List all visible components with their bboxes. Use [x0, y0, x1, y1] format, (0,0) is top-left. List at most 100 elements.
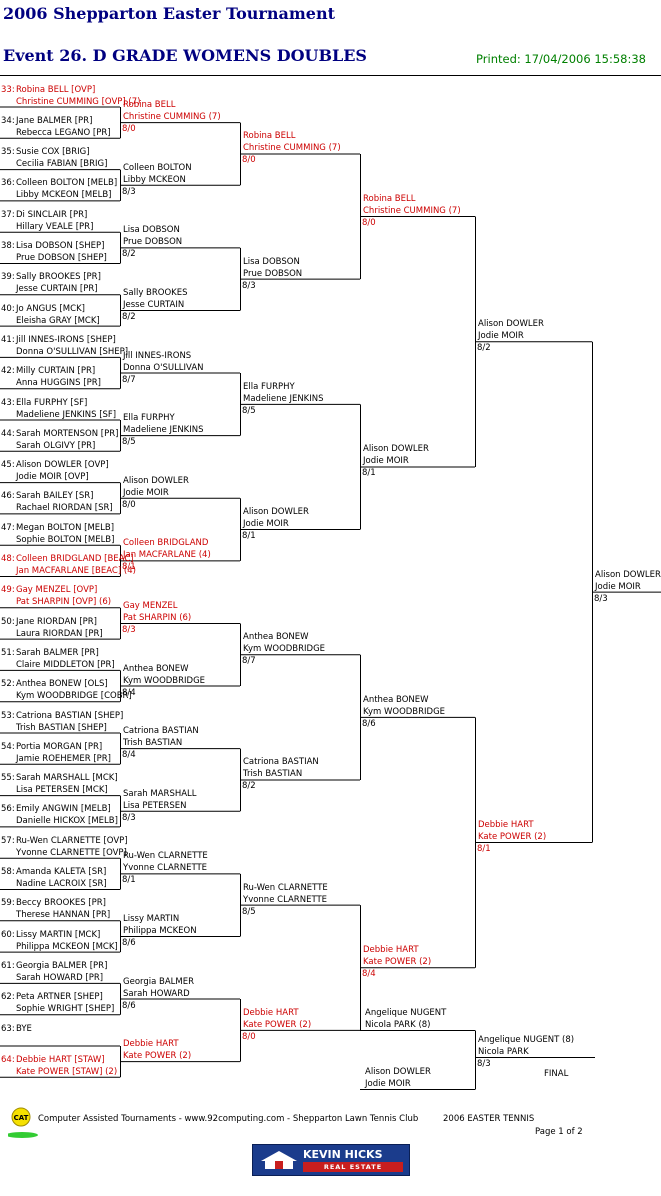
player-name: Peta ARTNER [SHEP]	[16, 992, 103, 1003]
winner-name: Alison DOWLER	[123, 475, 189, 486]
player-name: Colleen BOLTON [MELB]	[16, 178, 118, 189]
draw-position-number: 53:	[1, 710, 15, 721]
match-score: 8/3	[477, 1059, 491, 1069]
partner-name: Madeliene JENKINS [SF]	[16, 409, 117, 420]
draw-position-number: 51:	[1, 647, 15, 658]
tournament-title: 2006 Shepparton Easter Tournament	[3, 4, 335, 23]
winner-partner-name: Kate POWER (2)	[363, 957, 432, 968]
draw-position-number: 54:	[1, 741, 15, 752]
partner-name: Laura RIORDAN [PR]	[16, 628, 103, 639]
cat-logo-text: CAT	[14, 1114, 29, 1122]
draw-position-number: 40:	[1, 303, 15, 314]
winner-partner-name: Trish BASTIAN	[243, 769, 303, 780]
partner-name: Christine CUMMING [OVP] (7)	[16, 96, 141, 107]
winner-partner-name: Jodie MOIR	[243, 519, 289, 530]
playoff-player-name: Alison DOWLER	[365, 1067, 431, 1077]
match-score: 8/6	[362, 718, 376, 729]
winner-partner-name: Jesse CURTAIN	[123, 299, 185, 310]
winner-name: Jill INNES-IRONS	[123, 350, 192, 361]
winner-name: Alison DOWLER	[243, 507, 309, 518]
match-score: 8/2	[242, 781, 256, 792]
player-name: Portia MORGAN [PR]	[16, 741, 103, 752]
match-score: 8/3	[594, 593, 608, 604]
player-name: Robina BELL [OVP]	[16, 84, 96, 95]
cat-logo-icon: CAT	[8, 1107, 38, 1138]
sponsor-banner: KEVIN HICKS REAL ESTATE	[252, 1144, 410, 1176]
printed-timestamp: Printed: 17/04/2006 15:58:38	[476, 52, 646, 66]
match-score: 8/1	[122, 875, 136, 886]
sponsor-subtitle: REAL ESTATE	[303, 1162, 403, 1172]
playoff-player-name: Angelique NUGENT	[365, 1008, 447, 1018]
player-name: Megan BOLTON [MELB]	[16, 522, 115, 533]
winner-name: Lissy MARTIN	[123, 913, 180, 924]
winner-name: Debbie HART	[243, 1007, 299, 1018]
winner-partner-name: Donna O'SULLIVAN	[123, 362, 204, 373]
draw-position-number: 33:	[1, 84, 15, 95]
winner-name: Sarah MARSHALL	[123, 788, 197, 799]
match-score: 8/1	[122, 562, 136, 573]
draw-position-number: 41:	[1, 334, 15, 345]
match-score: 8/2	[477, 343, 491, 354]
winner-partner-name: Kym WOODBRIDGE	[243, 644, 326, 655]
player-name: Alison DOWLER [OVP]	[16, 460, 109, 471]
player-name: Emily ANGWIN [MELB]	[16, 804, 111, 815]
winner-partner-name: Kate POWER (2)	[478, 832, 547, 843]
partner-name: Rachael RIORDAN [SR]	[16, 503, 113, 514]
draw-position-number: 47:	[1, 522, 15, 533]
draw-position-number: 55:	[1, 773, 15, 784]
house-icon	[261, 1151, 297, 1169]
draw-position-number: 61:	[1, 960, 15, 971]
player-name: Amanda KALETA [SR]	[16, 867, 107, 877]
winner-name: Sally BROOKES	[123, 287, 188, 298]
draw-position-number: 52:	[1, 679, 15, 690]
winner-name: Ru-Wen CLARNETTE	[123, 851, 208, 862]
partner-name: Sophie WRIGHT [SHEP]	[16, 1004, 115, 1015]
draw-position-number: 45:	[1, 460, 15, 471]
match-score: 8/1	[242, 531, 256, 542]
draw-position-number: 60:	[1, 929, 15, 940]
partner-name: Anna HUGGINS [PR]	[16, 378, 101, 389]
match-score: 8/1	[477, 844, 491, 855]
match-score: 8/7	[122, 374, 136, 385]
partner-name: Eleisha GRAY [MCK]	[16, 315, 100, 326]
player-name: Sarah MORTENSON [PR]	[16, 428, 119, 439]
partner-name: Lisa PETERSEN [MCK]	[16, 785, 108, 796]
winner-partner-name: Jodie MOIR	[478, 331, 524, 342]
match-score: 8/1	[362, 468, 376, 479]
winner-name: Gay MENZEL	[123, 600, 178, 611]
winner-partner-name: Yvonne CLARNETTE	[243, 894, 328, 905]
draw-position-number: 34:	[1, 115, 15, 126]
draw-position-number: 43:	[1, 397, 15, 408]
player-name: Colleen BRIDGLAND [BEAC]	[16, 554, 134, 564]
winner-name: Colleen BRIDGLAND	[123, 538, 209, 549]
winner-partner-name: Jodie MOIR	[363, 456, 409, 467]
winner-partner-name: Lisa PETERSEN	[123, 800, 187, 811]
winner-name: Anthea BONEW	[363, 694, 429, 705]
player-name: Sarah BALMER [PR]	[16, 647, 99, 658]
footer-credit: Computer Assisted Tournaments - www.92co…	[38, 1114, 419, 1124]
header-divider	[0, 75, 661, 76]
winner-partner-name: Pat SHARPIN (6)	[123, 612, 192, 623]
winner-partner-name: Madeliene JENKINS	[123, 425, 204, 436]
player-name: Catriona BASTIAN [SHEP]	[16, 710, 124, 721]
playoff-partner-name: Jodie MOIR	[365, 1079, 411, 1089]
match-score: 8/6	[122, 1000, 136, 1011]
partner-name: Jodie MOIR [OVP]	[16, 472, 89, 483]
player-name: Susie COX [BRIG]	[16, 147, 90, 158]
winner-name: Robina BELL	[363, 194, 416, 205]
match-score: 8/3	[122, 812, 136, 823]
partner-name: Therese HANNAN [PR]	[16, 910, 111, 921]
winner-name: Colleen BOLTON	[123, 162, 192, 173]
draw-position-number: 38:	[1, 241, 15, 251]
winner-name: Robina BELL	[123, 100, 176, 111]
match-score: 8/4	[122, 750, 136, 761]
player-name: Lissy MARTIN [MCK]	[16, 929, 101, 940]
draw-position-number: 50:	[1, 616, 15, 627]
winner-partner-name: Jan MACFARLANE (4)	[123, 550, 211, 561]
winner-partner-name: Trish BASTIAN	[123, 738, 183, 749]
draw-position-number: 56:	[1, 804, 15, 815]
partner-name: Hillary VEALE [PR]	[16, 221, 94, 232]
partner-name: Rebecca LEGANO [PR]	[16, 127, 111, 138]
match-score: 8/4	[362, 969, 376, 980]
